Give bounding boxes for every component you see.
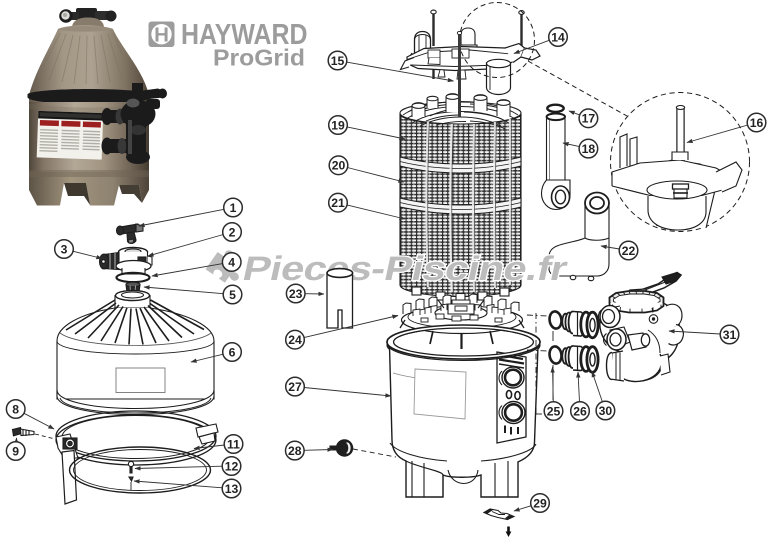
svg-text:28: 28: [288, 444, 302, 458]
svg-text:HAYWARD: HAYWARD: [181, 19, 308, 51]
svg-text:H: H: [154, 24, 169, 47]
svg-text:30: 30: [599, 404, 613, 418]
svg-text:22: 22: [622, 244, 636, 258]
svg-text:20: 20: [332, 159, 346, 173]
svg-text:4: 4: [228, 255, 235, 269]
svg-text:16: 16: [750, 116, 764, 130]
svg-text:2: 2: [229, 225, 236, 239]
svg-text:11: 11: [227, 437, 240, 451]
svg-text:15: 15: [331, 54, 345, 68]
svg-text:26: 26: [573, 404, 587, 418]
svg-text:18: 18: [582, 142, 596, 156]
svg-text:21: 21: [331, 196, 345, 210]
svg-text:5: 5: [229, 288, 236, 302]
svg-text:27: 27: [288, 380, 302, 394]
svg-text:9: 9: [12, 444, 19, 458]
svg-text:25: 25: [547, 404, 561, 418]
svg-text:24: 24: [288, 333, 302, 347]
svg-text:19: 19: [331, 118, 345, 132]
svg-text:3: 3: [61, 242, 68, 256]
svg-text:ProGrid: ProGrid: [213, 45, 305, 71]
svg-text:6: 6: [229, 345, 236, 359]
svg-text:29: 29: [533, 496, 547, 510]
svg-text:13: 13: [225, 482, 239, 496]
svg-text:1: 1: [230, 201, 237, 215]
svg-text:8: 8: [12, 402, 19, 416]
svg-text:31: 31: [723, 328, 737, 342]
svg-text:17: 17: [582, 112, 596, 126]
svg-text:14: 14: [551, 30, 565, 44]
svg-text:12: 12: [225, 459, 239, 473]
svg-text:23: 23: [289, 287, 303, 301]
svg-text:Pieces-Piscine.fr: Pieces-Piscine.fr: [239, 250, 571, 288]
